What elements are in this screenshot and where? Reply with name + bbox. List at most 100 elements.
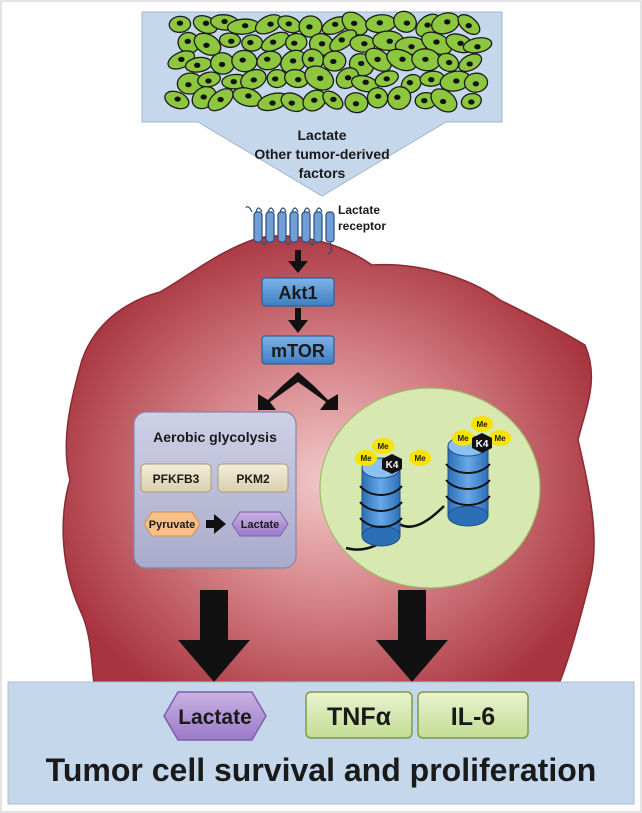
tumor-cell-nucleus [358, 60, 365, 67]
tumor-cell-nucleus [433, 39, 440, 45]
tumor-cell-nucleus [453, 78, 460, 84]
pkm2-box [217, 463, 289, 493]
me-label: Me [494, 434, 506, 443]
arrow-pyruvate-to-lactate [206, 514, 226, 534]
tumor-cell-nucleus [399, 56, 406, 62]
me-label: Me [457, 434, 469, 443]
me-label: Me [360, 454, 372, 463]
h3k4-methylation-left: Me Me Me K4 [355, 438, 431, 474]
tumor-cell-nucleus [362, 79, 369, 85]
akt1-box [261, 277, 335, 307]
tnfa-label: TNFα [327, 703, 392, 731]
lactate-inner-label: Lactate [241, 519, 280, 531]
tumor-cell-nucleus [269, 39, 277, 45]
tumor-cell-nucleus [422, 56, 429, 62]
tumor-cell-nucleus [217, 96, 224, 103]
me-label: Me [476, 420, 488, 429]
tumor-cell-nucleus [439, 98, 447, 105]
tumor-cell-nucleus [271, 76, 279, 82]
split-arrow [258, 372, 338, 410]
tumor-cell-nucleus [466, 61, 473, 67]
funnel-line-3: factors [299, 165, 346, 181]
akt1-label: Akt1 [278, 283, 317, 303]
tumor-cell-nucleus [374, 56, 381, 62]
tumor-cell-nucleus [184, 38, 191, 44]
tumor-cell-nucleus [403, 20, 411, 26]
tumor-cell-nucleus [316, 75, 324, 81]
lactate-output-hexagon [163, 691, 267, 741]
tumor-cell-nucleus [218, 61, 226, 68]
pyruvate-hexagon [143, 511, 201, 537]
tumor-cell-nucleus [202, 20, 210, 26]
arrow-akt1-to-mtor [288, 308, 308, 333]
tumor-cell-cluster [164, 10, 493, 114]
tumor-cell-nucleus [424, 22, 431, 28]
tumor-cell-nucleus [291, 40, 298, 46]
me-label: Me [377, 442, 389, 451]
lactate-output-label: Lactate [178, 706, 252, 729]
tumor-cell-nucleus [285, 21, 293, 27]
tumor-cell-nucleus [200, 94, 207, 100]
tumor-cell-nucleus [457, 40, 464, 46]
tumor-cell-nucleus [288, 100, 295, 106]
lactate-receptor-icon [245, 206, 335, 255]
tumor-cell-nucleus [445, 59, 453, 66]
tumor-cell-nucleus [307, 56, 315, 62]
tumor-cell-nucleus [318, 41, 326, 47]
tumor-cell-nucleus [330, 96, 337, 102]
tumor-cell-nucleus [444, 19, 451, 25]
tumor-cell-nucleus [408, 44, 415, 50]
tumor-cell-nucleus [178, 56, 185, 62]
receptor-label-line-2: receptor [338, 219, 386, 233]
pyruvate-label: Pyruvate [149, 519, 195, 531]
tumor-cell-nucleus [247, 39, 254, 46]
tumor-cell-nucleus [330, 58, 337, 65]
tumor-cell-nucleus [205, 78, 212, 84]
tumor-cell-nucleus [264, 56, 271, 62]
funnel-line-2: Other tumor-derived [254, 146, 389, 162]
tumor-cell-nucleus [176, 20, 184, 26]
tumor-cell-nucleus [203, 42, 210, 48]
tumor-cell-nucleus [269, 100, 276, 106]
il6-label: IL-6 [451, 703, 495, 731]
pfkfb3-box [140, 463, 212, 493]
arrow-glycolysis-to-output [178, 590, 250, 682]
tumor-cell-nucleus [250, 77, 257, 83]
arrow-nucleus-to-output [376, 590, 448, 682]
tumor-cell-nucleus [472, 81, 480, 87]
mtor-box [261, 335, 335, 365]
tumor-cell-nucleus [468, 99, 475, 105]
tumor-cell-nucleus [221, 18, 228, 25]
tumor-cell-nucleus [241, 23, 249, 29]
glycolysis-title: Aerobic glycolysis [153, 429, 277, 445]
tumor-cell-nucleus [338, 37, 345, 43]
tumor-cell-nucleus [230, 79, 237, 85]
pfkfb3-label: PFKFB3 [153, 472, 200, 486]
tumor-cell-nucleus [194, 62, 201, 68]
k4-label-right: K4 [476, 439, 489, 450]
tumor-cell-nucleus [376, 20, 383, 26]
tumor-cell-nucleus [350, 20, 358, 26]
me-label: Me [414, 454, 426, 463]
tumor-cell-nucleus [374, 93, 382, 99]
mtor-label: mTOR [271, 341, 325, 361]
tumor-cell-nucleus [228, 38, 235, 44]
tumor-cell-nucleus [421, 98, 428, 104]
tumor-cell-nucleus [185, 82, 192, 88]
tumor-cell-nucleus [474, 44, 481, 50]
tumor-cell-nucleus [311, 97, 318, 103]
receptor-label-line-1: Lactate [338, 203, 380, 217]
tumor-cell-nucleus [267, 21, 274, 27]
pkm2-label: PKM2 [236, 472, 270, 486]
nucleus [319, 387, 541, 589]
tumor-cell-nucleus [386, 38, 393, 44]
tnfa-box [305, 691, 413, 739]
h3k4-methylation-right: Me Me Me K4 [452, 416, 511, 453]
il6-box [417, 691, 529, 739]
tumor-cell-nucleus [174, 96, 181, 102]
tumor-cell-nucleus [361, 41, 368, 47]
k4-label-left: K4 [386, 460, 399, 471]
tumor-cell-nucleus [394, 94, 401, 100]
